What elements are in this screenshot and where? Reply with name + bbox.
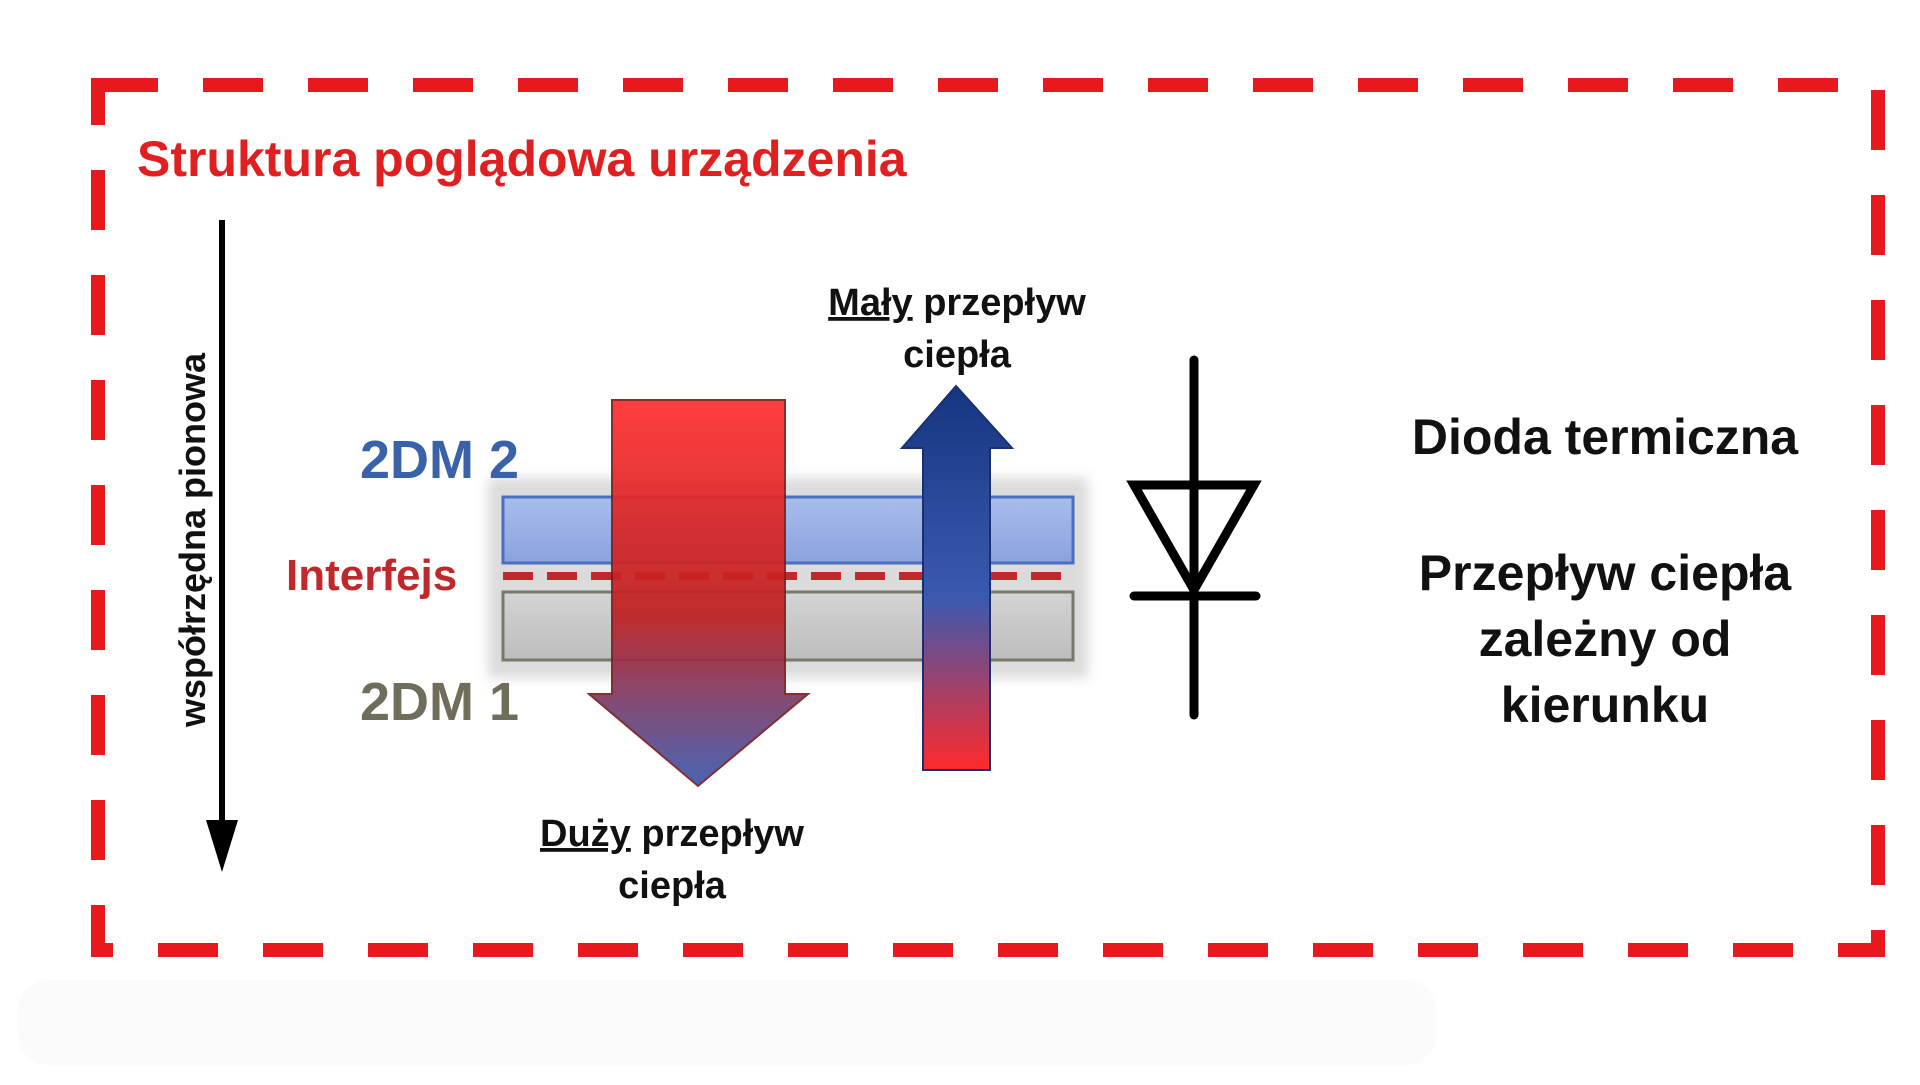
small-flow-emphasis: Mały: [828, 282, 912, 324]
axis-label: współrzędna pionowa: [172, 352, 213, 728]
small-flow-label-line2: ciepła: [903, 334, 1012, 376]
small-heat-flow-arrow: [899, 384, 1015, 771]
layer-2dm1-label: 2DM 1: [360, 672, 519, 732]
right-panel-line-2: zależny od: [1479, 611, 1732, 667]
large-flow-emphasis: Duży: [540, 813, 631, 855]
large-flow-rest: przepływ: [631, 813, 805, 855]
large-heat-flow-arrow: [586, 399, 811, 788]
large-flow-label-line2: ciepła: [618, 865, 727, 907]
diagram-title: Struktura poglądowa urządzenia: [137, 131, 908, 187]
caption-band: [18, 980, 1436, 1065]
small-flow-rest: przepływ: [913, 282, 1087, 324]
right-panel-line-1: Przepływ ciepła: [1419, 545, 1793, 601]
interface-label: Interfejs: [286, 551, 457, 600]
arrow-down-icon: [206, 220, 238, 872]
diode-heading: Dioda termiczna: [1412, 409, 1799, 465]
dashed-border: [91, 78, 1885, 957]
right-panel-line-3: kierunku: [1501, 677, 1709, 733]
large-flow-label-line1: Duży przepływ: [540, 813, 804, 855]
layer-2dm2-label: 2DM 2: [360, 430, 519, 490]
small-flow-label-line1: Mały przepływ: [828, 282, 1086, 324]
diode-symbol: [1126, 355, 1262, 720]
